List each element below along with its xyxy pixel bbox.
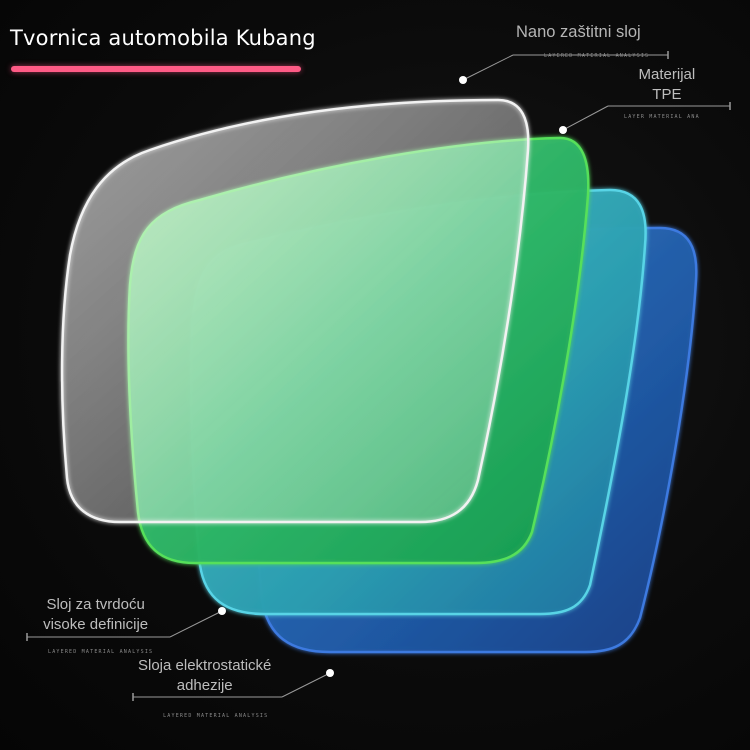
nano-protective-layer (60, 98, 530, 524)
callout-label: Sloj za tvrdoću visoke definicije (43, 596, 149, 633)
callout-label: Nano zaštitni sloj (516, 23, 641, 41)
callout-line-adhesion (132, 669, 334, 701)
callout-sublabel: LAYERED MATERIAL ANALYSIS (163, 713, 269, 719)
page-title: Tvornica automobila Kubang (10, 26, 316, 50)
callout-sublabel: LAYER MATERIAL ANA (624, 114, 700, 120)
callout-line-tpe (559, 102, 731, 134)
callout-label: Materijal TPE (638, 66, 696, 103)
callout-tpe-material: Materijal TPE LAYER MATERIAL ANA (624, 65, 700, 121)
callout-electrostatic-adhesion: Sloja elektrostatické adhezije LAYERED M… (138, 656, 271, 720)
callout-line-nano (459, 51, 669, 84)
callout-label: Sloja elektrostatické adhezije (138, 657, 272, 694)
title-accent-bar (11, 66, 301, 72)
callout-line-hardness (26, 607, 226, 641)
callout-sublabel: LAYERED MATERIAL ANALYSIS (544, 53, 650, 59)
callout-nano-protective-layer: Nano zaštitni sloj LAYERED MATERIAL ANAL… (516, 22, 649, 60)
callout-sublabel: LAYERED MATERIAL ANALYSIS (48, 649, 154, 655)
callout-hd-hardness-layer: Sloj za tvrdoću visoke definicije LAYERE… (38, 595, 153, 656)
